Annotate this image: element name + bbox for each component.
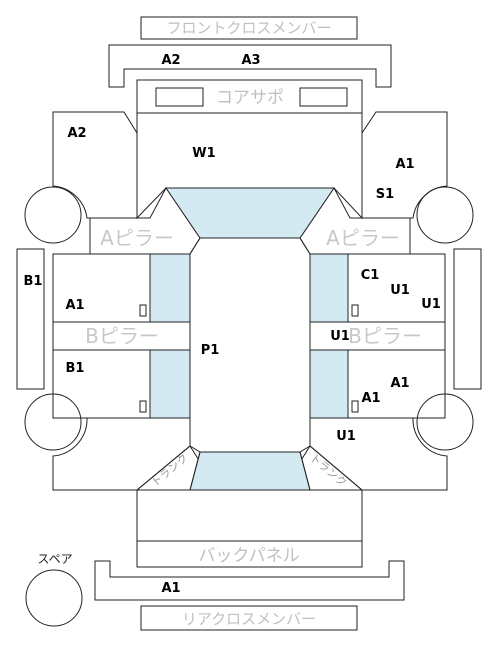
code-front-door-right-c1: C1 xyxy=(361,268,380,283)
trunk-box xyxy=(136,489,363,542)
label-trunk-left: トランク xyxy=(149,451,191,489)
code-quarter-right-u1: U1 xyxy=(336,429,356,444)
door-handle-left-front xyxy=(139,304,147,317)
code-fender-right-a1: A1 xyxy=(395,157,414,172)
wheel-front-left xyxy=(24,186,82,244)
label-core-support: コアサポ xyxy=(216,88,284,108)
wheel-rear-left xyxy=(24,393,82,451)
wheel-spare xyxy=(25,569,83,627)
fender-left-outline xyxy=(52,111,138,219)
headlight-right xyxy=(299,87,348,107)
code-rear-door-right-a1b: A1 xyxy=(361,391,380,406)
side-glass-left-rear xyxy=(149,349,191,419)
back-panel-box xyxy=(136,540,363,568)
quarter-left-outline xyxy=(52,417,191,491)
label-front-cross-member: フロントクロスメンバー xyxy=(166,19,331,37)
code-front-door-right-u1b: U1 xyxy=(421,297,441,312)
code-rear-door-left-b1: B1 xyxy=(66,361,85,376)
side-glass-right-rear xyxy=(309,349,349,419)
code-rear-bumper-a1: A1 xyxy=(161,581,180,596)
headlight-left xyxy=(155,87,204,107)
label-spare: スペア xyxy=(37,552,72,566)
code-fender-left-a2: A2 xyxy=(67,126,86,141)
code-rear-door-right-a1a: A1 xyxy=(390,376,409,391)
code-side-sill-b1: B1 xyxy=(24,274,43,289)
door-handle-right-rear xyxy=(351,400,359,413)
windshield xyxy=(165,187,335,239)
door-handle-right-front xyxy=(351,304,359,317)
label-rear-cross-member: リアクロスメンバー xyxy=(182,610,316,628)
code-b-pillar-right-u1: U1 xyxy=(330,329,350,344)
label-a-pillar-right: Aピラー xyxy=(326,226,400,250)
label-b-pillar-left: Bピラー xyxy=(85,324,159,348)
b-pillar-right-box xyxy=(309,321,446,351)
rear-cross-member-box xyxy=(140,605,358,631)
door-handle-left-rear xyxy=(139,400,147,413)
label-back-panel: バックパネル xyxy=(198,546,299,566)
rear-bumper-outline xyxy=(94,560,405,601)
side-glass-right-front xyxy=(309,253,349,323)
quarter-right-outline xyxy=(309,417,448,491)
code-roof-p1: P1 xyxy=(201,343,220,358)
code-fender-right-s1: S1 xyxy=(376,187,394,202)
label-b-pillar-right: Bピラー xyxy=(348,324,422,348)
code-bonnet-w1: W1 xyxy=(192,146,215,161)
side-glass-left-front xyxy=(149,253,191,323)
code-front-bumper-a3: A3 xyxy=(241,53,260,68)
front-bumper-outline xyxy=(108,44,392,88)
wheel-front-right xyxy=(416,186,474,244)
b-pillar-left-box xyxy=(52,321,191,351)
label-trunk-right: トランク xyxy=(307,451,349,489)
code-front-door-right-u1a: U1 xyxy=(390,283,410,298)
wheel-rear-right xyxy=(416,393,474,451)
side-sill-left xyxy=(16,248,45,390)
front-cross-member-box xyxy=(140,16,358,40)
code-front-door-left-a1: A1 xyxy=(65,298,84,313)
code-front-bumper-a2: A2 xyxy=(161,53,180,68)
rear-glass xyxy=(189,451,311,491)
label-a-pillar-left: Aピラー xyxy=(100,226,174,250)
side-sill-right xyxy=(453,248,482,390)
